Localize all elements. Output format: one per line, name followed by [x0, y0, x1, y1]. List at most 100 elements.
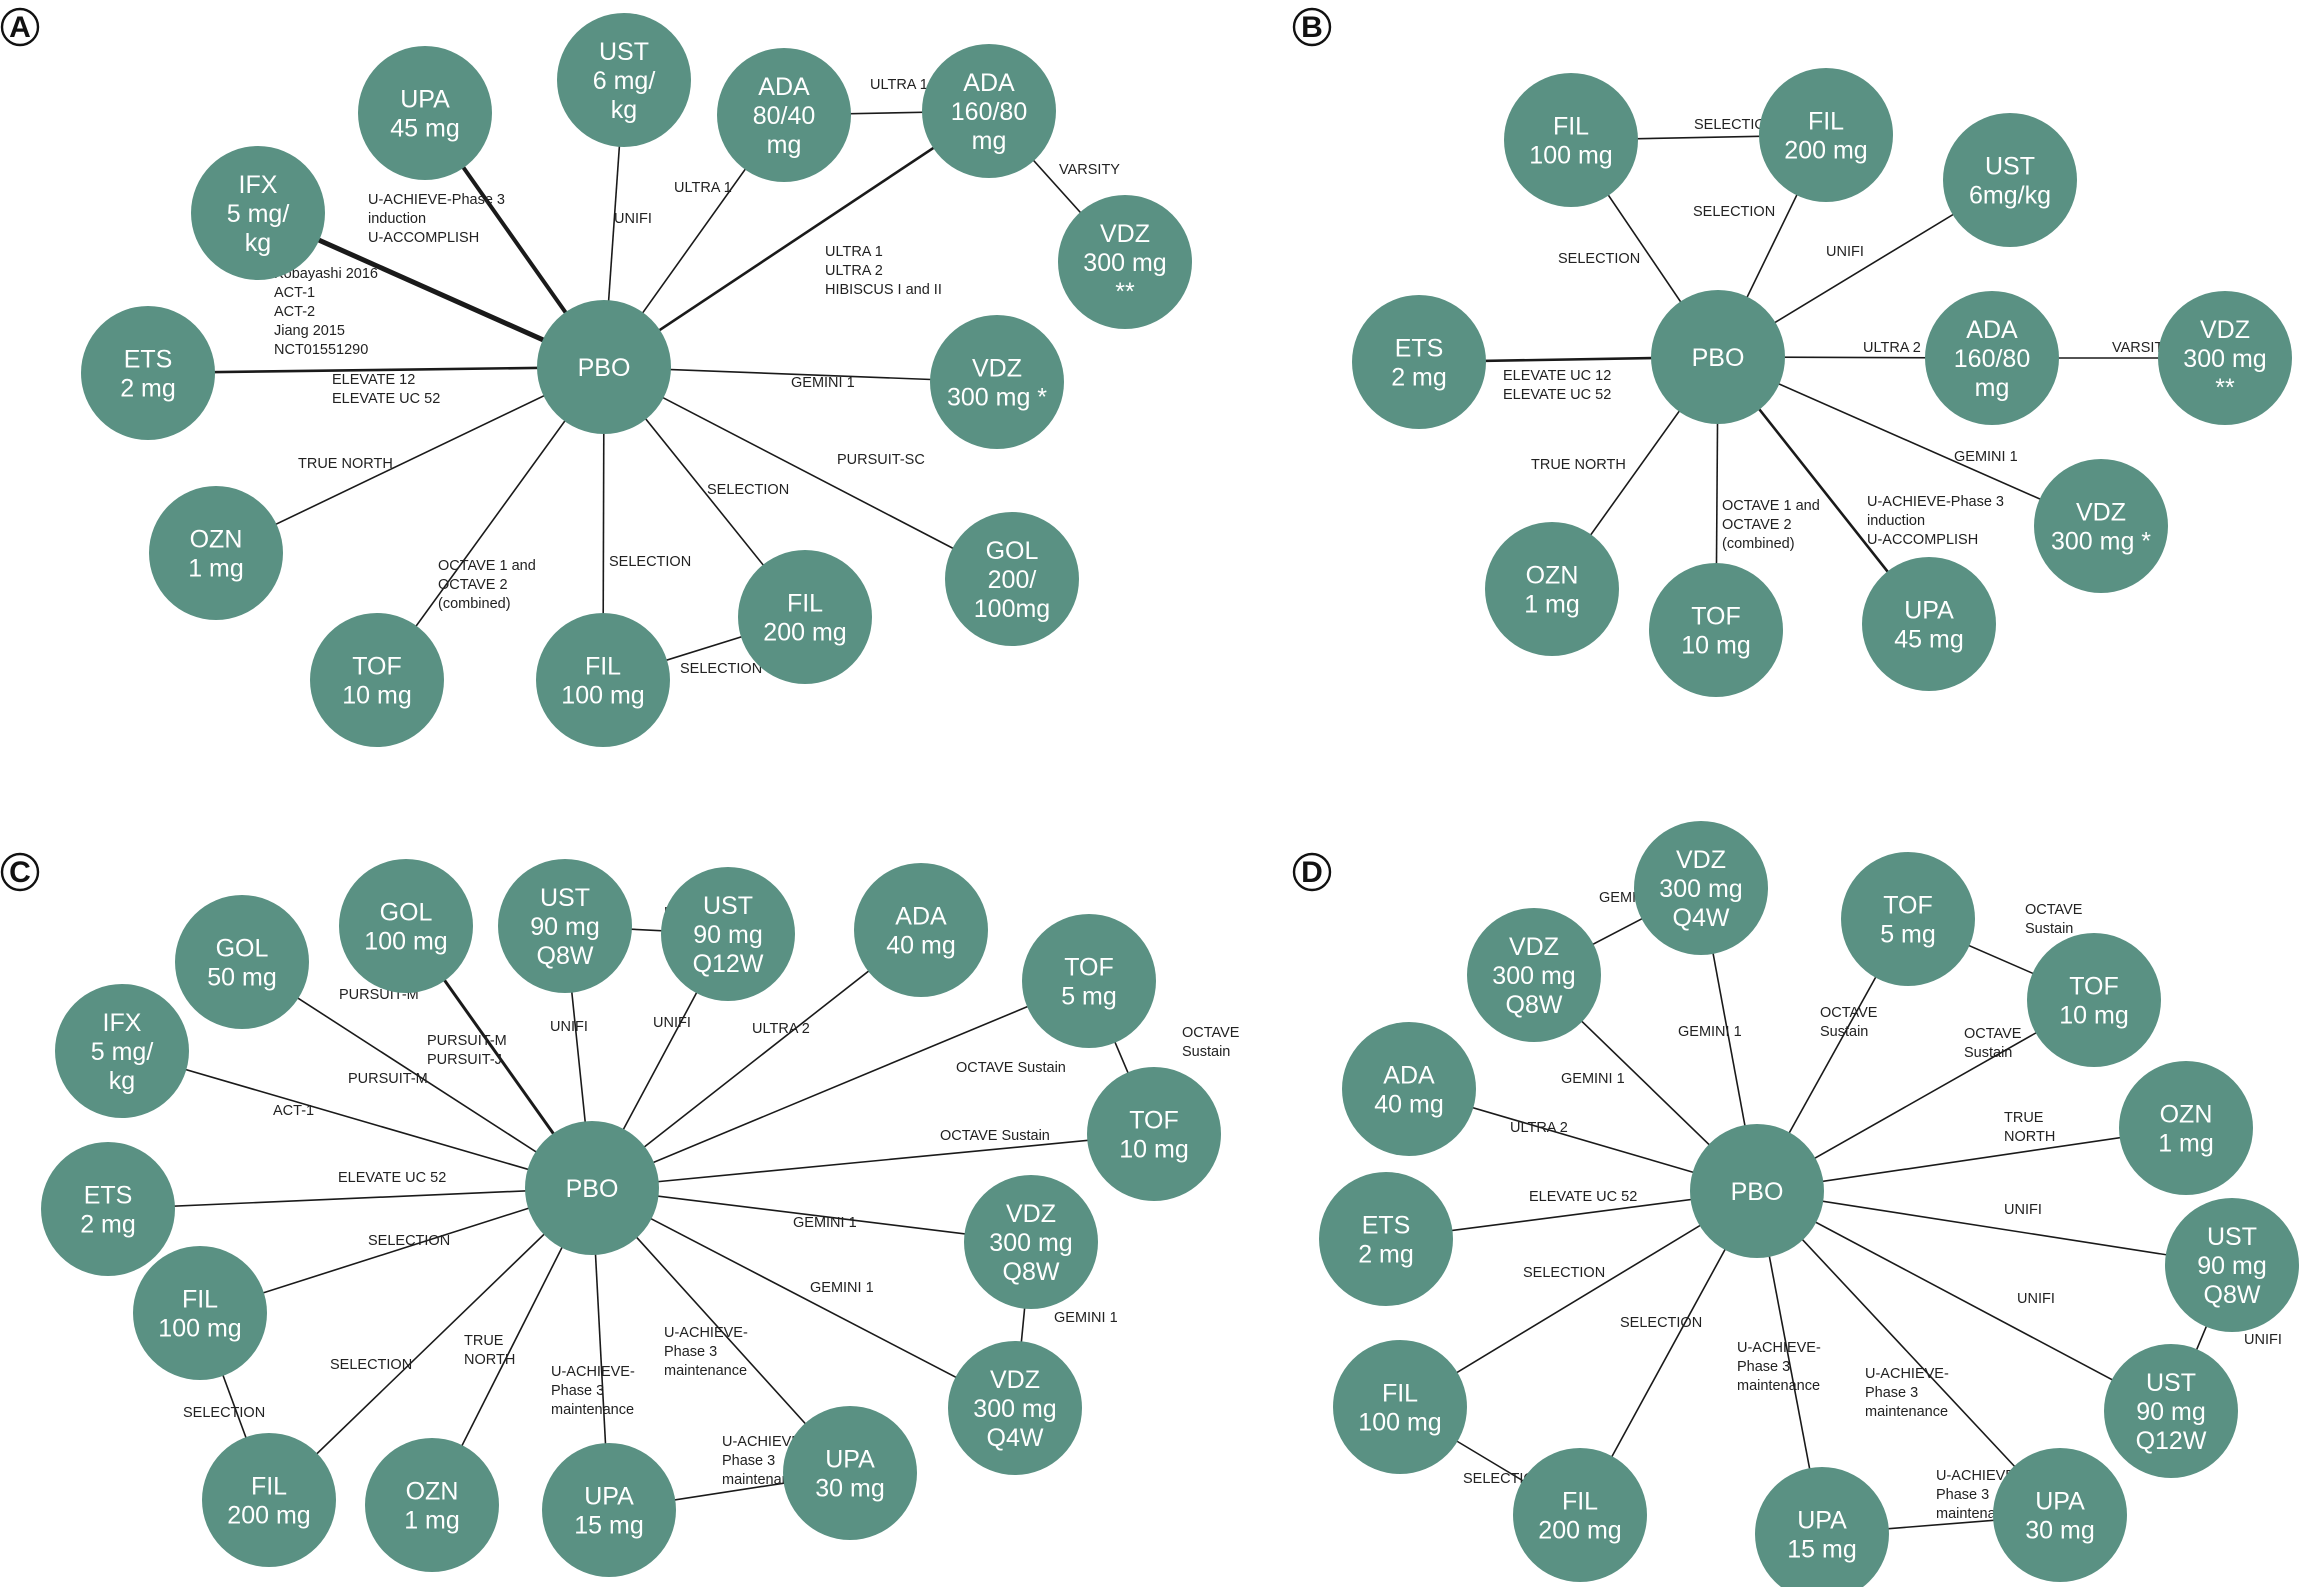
trial-label-selfil100: SELECTION — [1558, 251, 1640, 267]
edge-pbo-ozn — [215, 366, 605, 554]
edge-vdz8-pbo — [591, 1187, 1032, 1243]
panel-letter-badge: B — [1292, 7, 1332, 47]
edge-pbo-ets — [147, 365, 605, 375]
node-circle — [202, 1433, 336, 1567]
node-circle — [339, 859, 473, 993]
trial-label-unifi12: UNIFI — [2017, 1291, 2055, 1307]
node-circle — [1087, 1067, 1221, 1201]
trial-label-ozn: TRUE NORTH — [1531, 457, 1626, 473]
trial-label-ultra2: ULTRA 2 — [752, 1021, 810, 1037]
node-circle — [717, 48, 851, 182]
trial-label-selfil100: SELECTION — [609, 554, 691, 570]
trial-label-ultra1a: ULTRA 1 — [870, 77, 928, 93]
trial-label-unifi12: UNIFI — [653, 1015, 691, 1031]
edge-tof10-pbo — [591, 1133, 1155, 1189]
node-circle — [175, 895, 309, 1029]
node-circle — [365, 1438, 499, 1572]
trial-label-varsity: VARSITY — [1059, 162, 1120, 178]
node-circle — [1333, 1340, 1467, 1474]
panel-letter-circle — [0, 852, 40, 892]
node-circle — [81, 306, 215, 440]
trial-label-gemini: GEMINI 1 — [1954, 449, 2018, 465]
node-label: PBO — [1692, 344, 1745, 372]
edge-ozn-pbo — [1756, 1127, 2187, 1192]
edge-gol50-pbo — [241, 961, 593, 1189]
trial-label-unifiuu: UNIFI — [2244, 1332, 2282, 1348]
trial-label-gemini4: GEMINI 1 — [810, 1280, 874, 1296]
trial-label-selfilfil: SELECTION — [1694, 117, 1776, 133]
node-circle — [525, 1121, 659, 1255]
panel-letter-circle — [1292, 852, 1332, 892]
trial-label-act1: ACT-1 — [273, 1103, 314, 1119]
node-circle — [1993, 1448, 2127, 1582]
trial-label-gemini: GEMINI 1 — [791, 375, 855, 391]
node-circle — [2104, 1344, 2238, 1478]
panel-c: CUNIFIPURSUIT-MPURSUIT-MPURSUIT-JUNIFIUN… — [0, 852, 1240, 1577]
node-circle — [557, 13, 691, 147]
node-circle — [1342, 1022, 1476, 1156]
node-circle — [1690, 1124, 1824, 1258]
trial-label-ultra1b: ULTRA 1 — [674, 180, 732, 196]
edge-fil100-pbo — [199, 1187, 593, 1314]
node-circle — [537, 300, 671, 434]
trial-label-unifi: UNIFI — [1826, 244, 1864, 260]
node-circle — [948, 1341, 1082, 1475]
edge-fil200-pbo — [268, 1187, 593, 1501]
node-pbo: PBO — [537, 300, 671, 434]
node-circle — [1841, 852, 1975, 986]
